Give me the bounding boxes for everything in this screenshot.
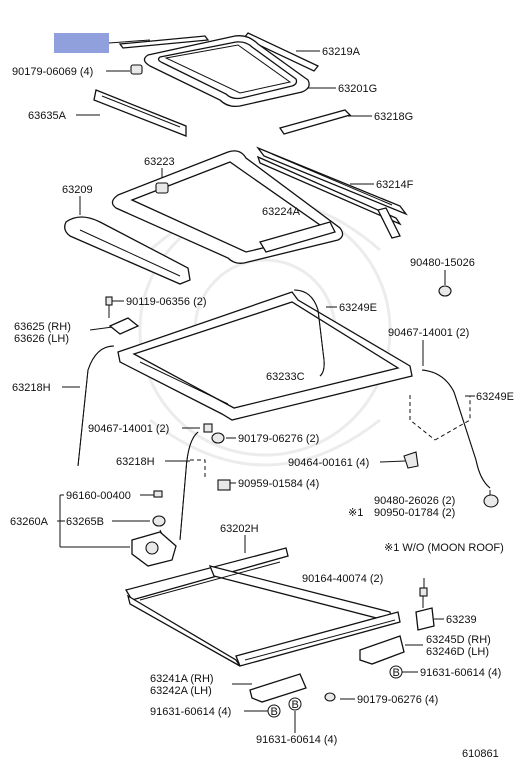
- label-63219a: 63219A: [322, 46, 361, 58]
- label-note-mark: ※1: [348, 507, 363, 519]
- label-91631-60614-left: 91631-60614 (4): [150, 706, 231, 718]
- bracket-63209: [64, 216, 191, 285]
- label-63242a: 63242A (LH): [150, 685, 212, 697]
- bolt-90119-06356: [105, 296, 113, 318]
- part-labels: 63219A 90179-06069 (4) 63201G 63635A 632…: [10, 46, 514, 760]
- bracket-63239: [415, 607, 435, 631]
- label-90119-06356: 90119-06356 (2): [126, 296, 207, 308]
- label-63249e-right: 63249E: [476, 391, 514, 403]
- label-90959-01584: 90959-01584 (4): [238, 478, 319, 490]
- sunshade-frame-63223: [111, 150, 344, 264]
- label-90464-00161: 90464-00161 (4): [288, 457, 369, 469]
- label-90480-15026: 90480-15026: [410, 257, 475, 269]
- clips: [152, 423, 499, 527]
- label-63218h-left: 63218H: [12, 382, 51, 394]
- svg-text:B: B: [393, 667, 400, 679]
- drain-hose-63218h-mid: [179, 431, 199, 541]
- drain-hose-63249e-right: [421, 369, 491, 489]
- label-63201g: 63201G: [338, 83, 377, 95]
- nut-90179-06276-lower: [324, 692, 336, 702]
- label-63214f: 63214F: [376, 179, 414, 191]
- badge-b-bottom: B: [288, 697, 302, 711]
- label-90950-01784: 90950-01784 (2): [374, 507, 455, 519]
- label-63218h-mid: 63218H: [116, 456, 155, 468]
- highlight-box: [54, 33, 109, 53]
- drain-hose-63218h-left: [77, 345, 115, 467]
- label-63239: 63239: [446, 614, 477, 626]
- strip-63218g: [278, 109, 352, 135]
- label-63241a: 63241A (RH): [150, 673, 214, 685]
- label-91631-60614-right: 91631-60614 (4): [420, 667, 501, 679]
- label-63233c: 63233C: [266, 371, 305, 383]
- label-90164-40074: 90164-40074 (2): [302, 573, 383, 585]
- badge-b-left: B: [267, 704, 281, 718]
- glass-frame-63201g: [143, 35, 310, 108]
- label-90179-06276-a: 90179-06276 (2): [238, 433, 319, 445]
- svg-text:B: B: [271, 706, 278, 718]
- plug-90480-15026: [438, 285, 452, 297]
- label-90480-26026: 90480-26026 (2): [374, 495, 455, 507]
- label-63224a: 63224A: [262, 206, 301, 218]
- drain-hose-63249e-top: [293, 289, 325, 377]
- label-63218g: 63218G: [374, 111, 413, 123]
- label-63635a: 63635A: [28, 110, 67, 122]
- bracket-63625: [108, 317, 140, 335]
- label-note-text: ※1 W/O (MOON ROOF): [384, 542, 504, 554]
- svg-text:B: B: [292, 699, 299, 711]
- label-63626: 63626 (LH): [14, 333, 69, 345]
- badge-b-right: B: [389, 665, 403, 679]
- label-63625: 63625 (RH): [14, 321, 71, 333]
- label-63249e-top: 63249E: [339, 302, 377, 314]
- bolt-90164-40074: [419, 587, 428, 608]
- label-91631-60614-bottom: 91631-60614 (4): [256, 734, 337, 746]
- label-96160-00400: 96160-00400: [66, 490, 131, 502]
- label-63245d: 63245D (RH): [426, 634, 491, 646]
- motor-63260a: [131, 531, 177, 567]
- label-90467-14001-left: 90467-14001 (2): [88, 423, 169, 435]
- label-63265b: 63265B: [66, 516, 104, 528]
- bracket-63245d: [359, 635, 405, 665]
- label-90179-06276-b: 90179-06276 (4): [357, 694, 438, 706]
- label-63209: 63209: [62, 184, 93, 196]
- diagram-number: 610861: [462, 748, 499, 760]
- nut-90179-06069: [130, 64, 143, 75]
- label-63246d: 63246D (LH): [426, 646, 489, 658]
- label-63223: 63223: [144, 156, 175, 168]
- label-90467-14001-right: 90467-14001 (2): [388, 327, 469, 339]
- label-90179-06069: 90179-06069 (4): [12, 66, 93, 78]
- rail-63635a: [93, 89, 187, 137]
- rail-63214f: [256, 146, 408, 239]
- bracket-63241a: [249, 673, 307, 703]
- base-frame-63202h: [124, 547, 401, 667]
- label-63202h: 63202H: [220, 523, 259, 535]
- housing-63233c: [117, 291, 413, 421]
- label-63260a: 63260A: [10, 516, 49, 528]
